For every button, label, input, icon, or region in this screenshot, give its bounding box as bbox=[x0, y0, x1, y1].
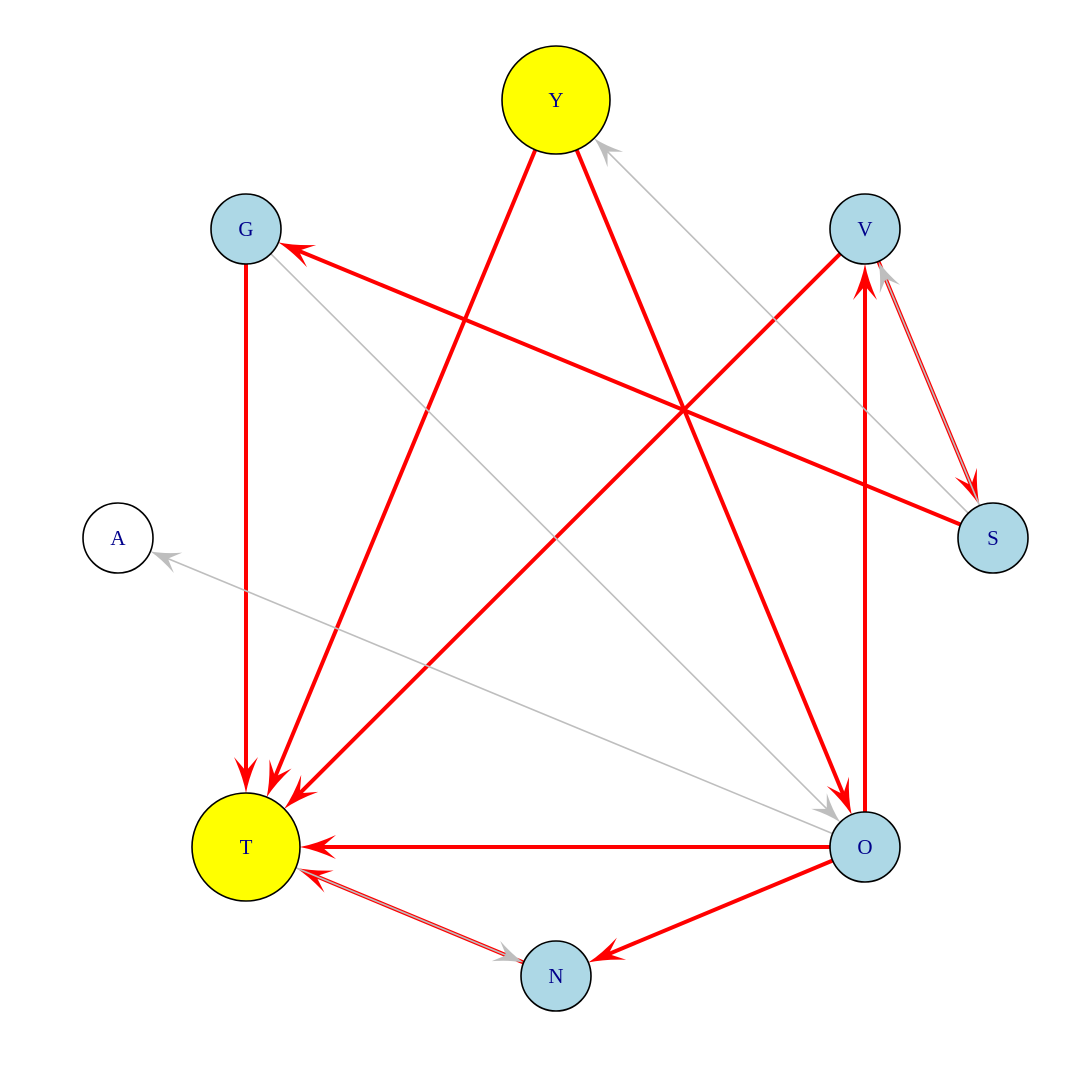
node-S: S bbox=[957, 502, 1029, 574]
node-circle bbox=[82, 502, 154, 574]
edge-line bbox=[273, 149, 538, 778]
node-circle bbox=[829, 811, 901, 883]
node-A: A bbox=[82, 502, 154, 574]
node-circle bbox=[210, 193, 282, 265]
edge-G-T bbox=[234, 264, 258, 793]
node-T: T bbox=[191, 792, 301, 902]
arrowhead-icon bbox=[853, 264, 877, 300]
edge-line bbox=[607, 858, 834, 956]
node-N: N bbox=[520, 940, 592, 1012]
edge-line bbox=[167, 557, 833, 835]
node-circle bbox=[957, 502, 1029, 574]
arrowhead-icon bbox=[491, 940, 524, 963]
node-V: V bbox=[829, 193, 901, 265]
arrowhead-icon bbox=[300, 835, 336, 859]
node-label: N bbox=[548, 964, 563, 988]
edge-line bbox=[884, 278, 981, 506]
edge-T-N bbox=[295, 867, 524, 963]
edge-line bbox=[606, 151, 969, 514]
arrowhead-icon bbox=[826, 776, 852, 815]
edge-V-T bbox=[284, 252, 842, 809]
arrowhead-icon bbox=[588, 937, 627, 963]
node-label: V bbox=[857, 217, 872, 241]
arrowhead-icon bbox=[954, 467, 980, 506]
node-G: G bbox=[210, 193, 282, 265]
edge-line bbox=[295, 867, 507, 956]
nodes-layer: Y G V A S T O N bbox=[82, 45, 1029, 1012]
node-label: O bbox=[857, 835, 872, 859]
arrowhead-icon bbox=[594, 138, 624, 168]
edge-line bbox=[298, 252, 842, 795]
edge-O-A bbox=[150, 551, 833, 835]
arrowhead-icon bbox=[878, 261, 901, 294]
node-label: A bbox=[110, 526, 126, 550]
node-label: Y bbox=[548, 88, 563, 112]
node-label: G bbox=[238, 217, 253, 241]
edge-S-Y bbox=[594, 138, 969, 514]
edge-S-V bbox=[878, 261, 981, 506]
edge-line bbox=[270, 253, 828, 810]
arrowhead-icon bbox=[811, 793, 841, 823]
edges-layer bbox=[150, 138, 981, 965]
edge-line bbox=[297, 248, 962, 527]
edge-O-V bbox=[853, 264, 877, 812]
node-circle bbox=[520, 940, 592, 1012]
edge-S-G bbox=[278, 242, 962, 527]
node-O: O bbox=[829, 811, 901, 883]
node-circle bbox=[191, 792, 301, 902]
node-circle bbox=[829, 193, 901, 265]
node-Y: Y bbox=[501, 45, 611, 155]
edge-Y-O bbox=[574, 149, 852, 815]
arrowhead-icon bbox=[284, 774, 319, 809]
edge-G-O bbox=[270, 253, 841, 823]
edge-Y-T bbox=[266, 149, 538, 798]
edge-line bbox=[574, 149, 846, 796]
node-label: T bbox=[240, 835, 253, 859]
arrowhead-icon bbox=[278, 242, 317, 268]
node-label: S bbox=[987, 526, 999, 550]
arrowhead-icon bbox=[234, 757, 258, 793]
arrowhead-icon bbox=[266, 759, 292, 798]
node-circle bbox=[501, 45, 611, 155]
edge-O-T bbox=[300, 835, 830, 859]
edge-O-N bbox=[588, 858, 834, 963]
arrowhead-icon bbox=[295, 867, 334, 893]
arrowhead-icon bbox=[150, 551, 183, 574]
